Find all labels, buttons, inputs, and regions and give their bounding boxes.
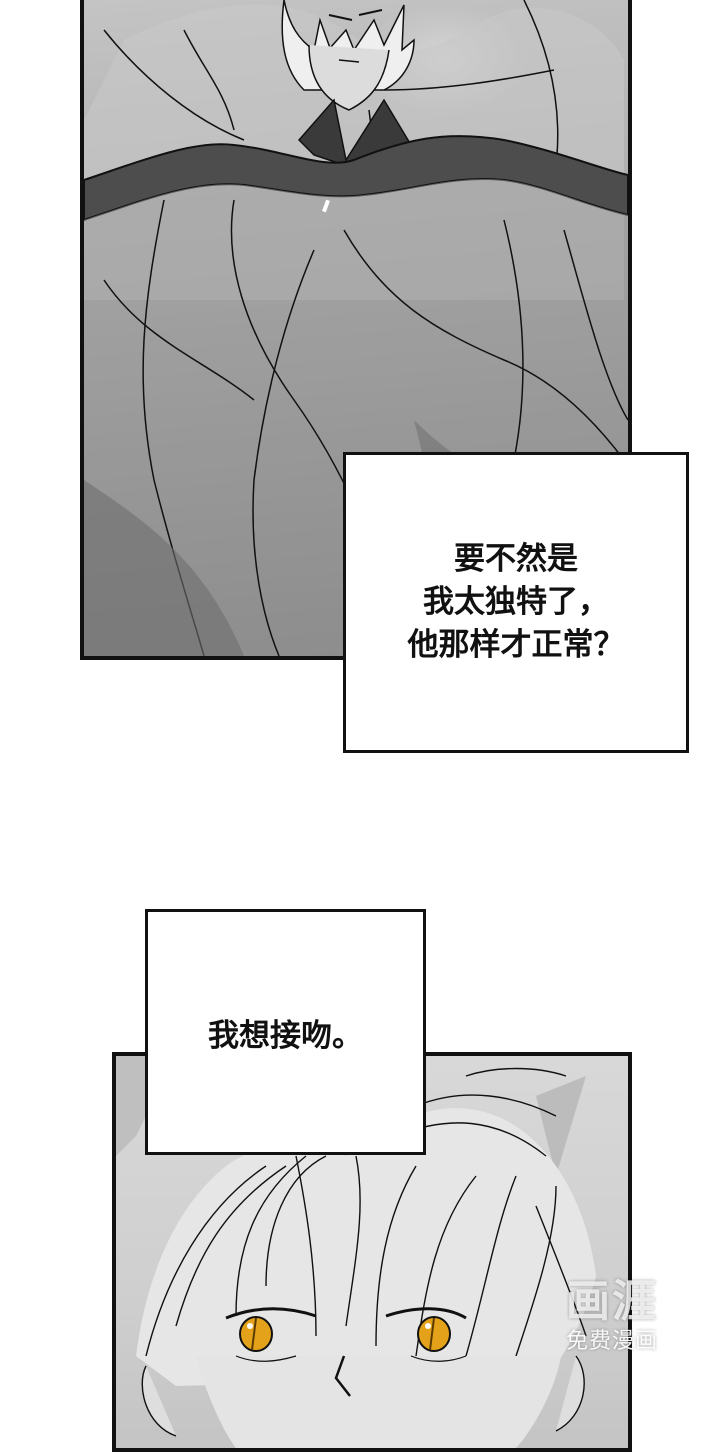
face-closeup-illustration bbox=[116, 1056, 596, 1448]
caption-text: 要不然是 我太独特了， 他那样才正常？ bbox=[408, 538, 625, 667]
caption-text: 我想接吻。 bbox=[208, 1017, 363, 1054]
watermark-subtitle: 免费漫画 bbox=[566, 1329, 659, 1354]
caption-line-2: 我太独特了， bbox=[423, 584, 609, 620]
watermark-logo-text: 画涯 bbox=[566, 1276, 658, 1327]
caption-line-1: 要不然是 bbox=[454, 541, 578, 577]
caption-box-thought-2: 我想接吻。 bbox=[145, 909, 426, 1155]
right-eye bbox=[417, 1316, 451, 1352]
caption-line-3: 他那样才正常？ bbox=[407, 627, 625, 663]
left-eye bbox=[239, 1316, 273, 1352]
watermark-logo: 画涯 免费漫画 bbox=[566, 1276, 690, 1372]
caption-box-thought-1: 要不然是 我太独特了， 他那样才正常？ bbox=[343, 452, 689, 753]
